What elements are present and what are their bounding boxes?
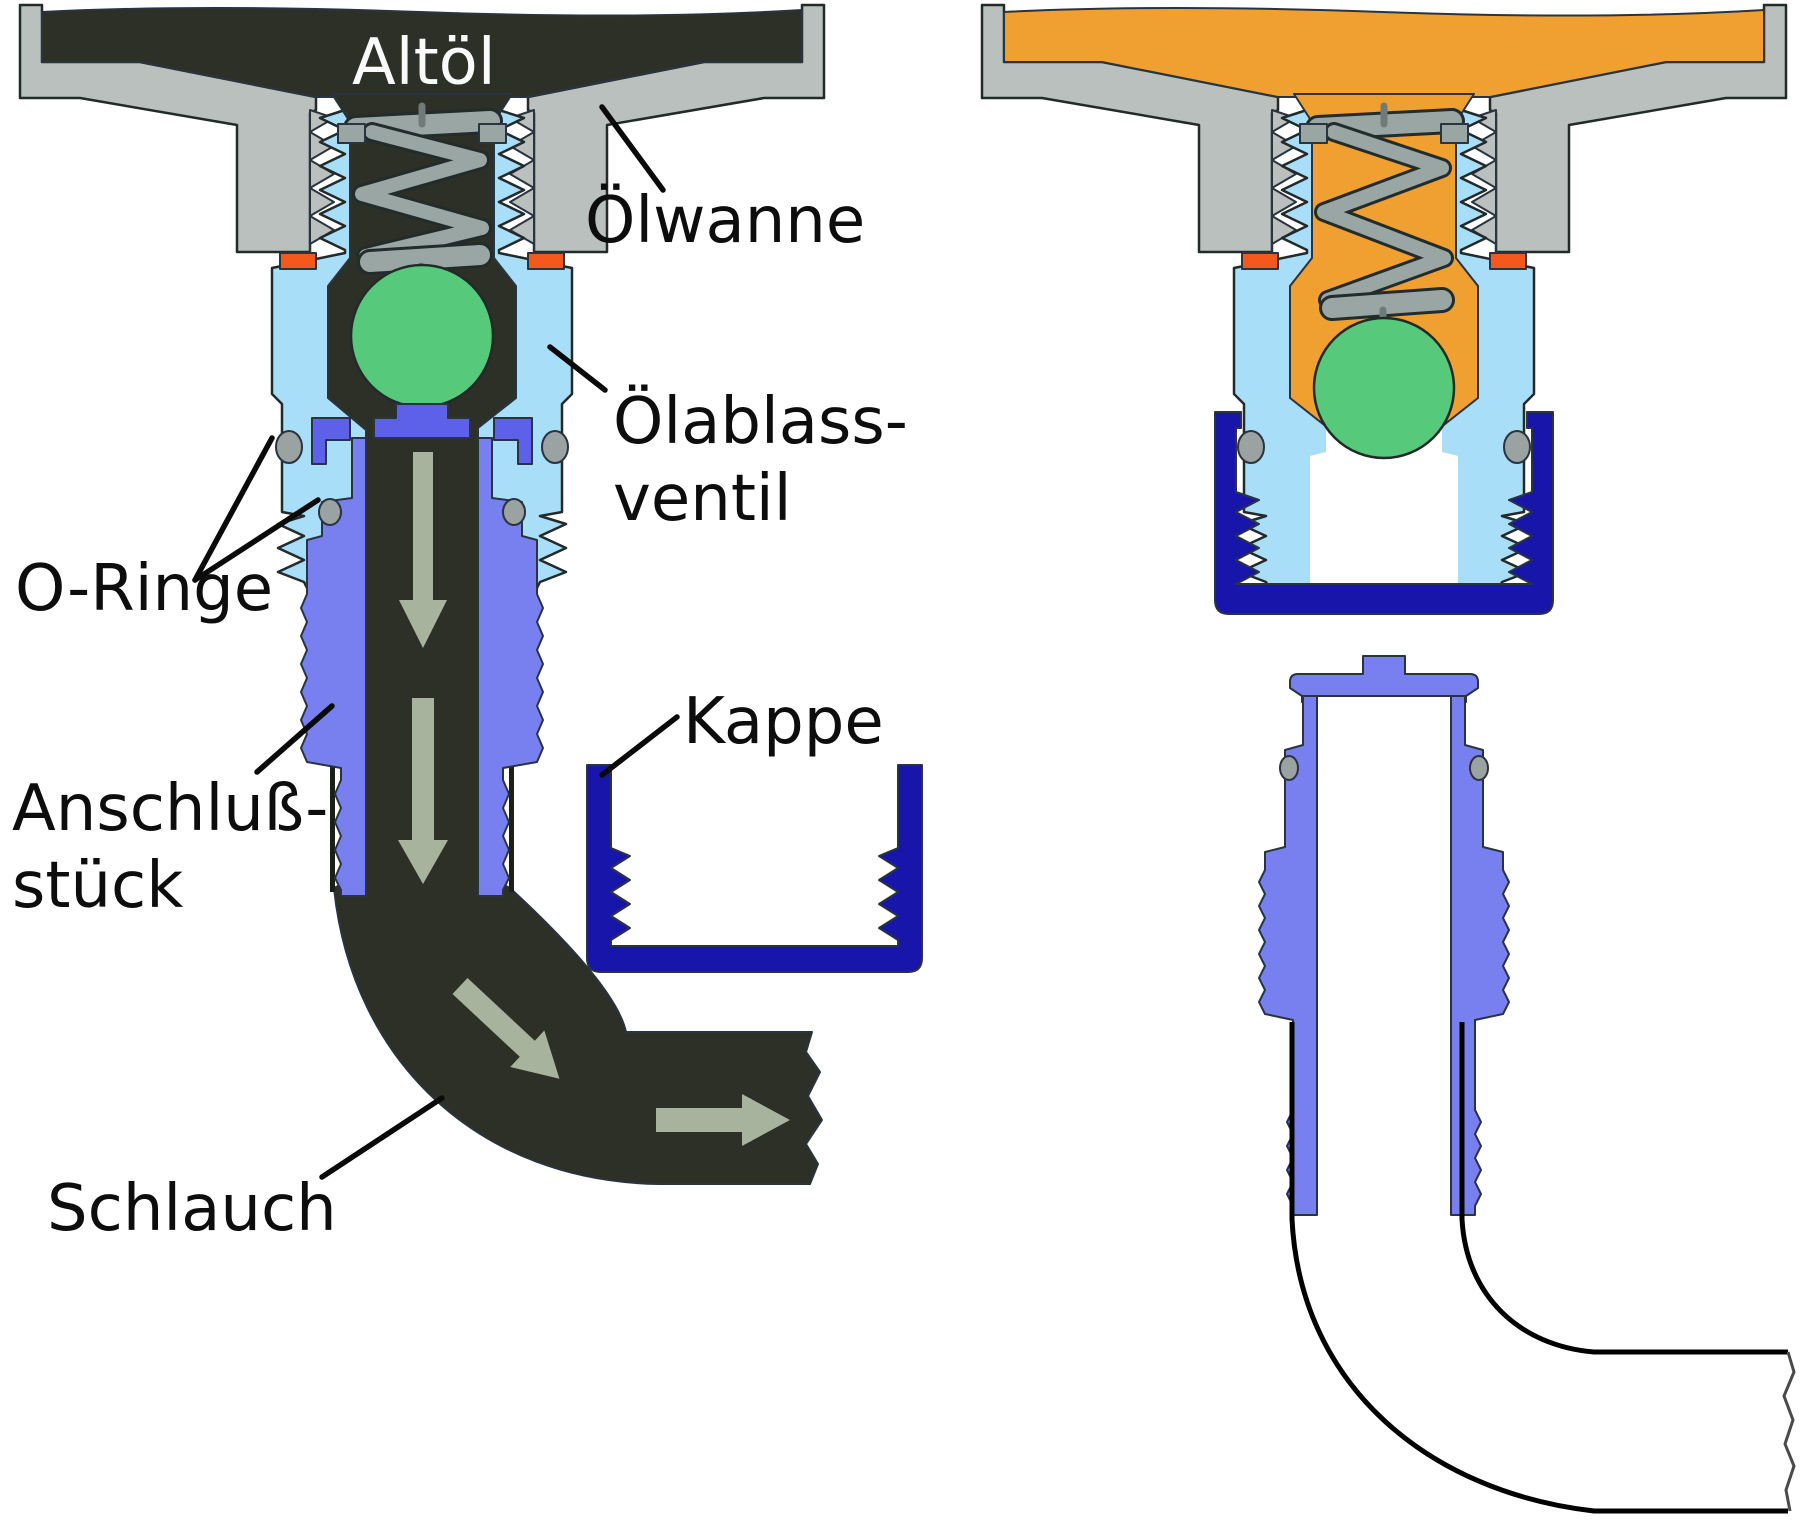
flow-arrows [398,452,790,1146]
hose-outline [1289,1022,1796,1514]
pointer-line-hose [319,1095,445,1180]
left-diagram-valve-open: Altöl Ölwanne Ölablass- ventil O-Ringe A… [12,3,923,1246]
valve-spring [1299,102,1469,330]
label-o-rings: O-Ringe [15,552,273,626]
flow-arrow-down-icon [398,698,448,884]
label-drain-valve-line1: Ölablass- [613,384,908,459]
pointer-line-oilpan [599,104,666,193]
o-ring-connector-left [318,498,342,526]
connector-piece-detached [1258,655,1510,1216]
pointer-line-drainvalve [547,344,608,393]
o-ring-connector-left [1279,755,1299,781]
label-connector-line1: Anschluß- [12,772,328,846]
flow-arrow-diagonal-icon [452,977,560,1079]
oil-fill-orange-slab [1003,7,1765,98]
cap-detached [586,764,923,973]
valve-bore-empty [1310,430,1458,586]
pointer-line-orings-1 [192,435,275,583]
cap-attached [1214,411,1554,615]
hose-wall-right [509,766,514,892]
o-ring-connector-right [1469,755,1489,781]
connector-piece [300,437,544,897]
spring-seat-block-left [337,123,366,144]
pointer-line-orings-2 [192,497,321,583]
label-drain-valve-line2: ventil [613,462,791,536]
spring-seat-block-left [1299,123,1328,144]
label-cap: Kappe [683,685,884,759]
spring-seat-block-right [478,123,507,144]
pointer-line-cap [599,714,680,778]
spring-seat-block-right [1440,123,1469,144]
valve-spring [337,102,507,294]
valve-ball [1312,316,1456,460]
hose-wall-left [330,766,335,892]
flow-arrow-down-icon [399,452,447,648]
label-connector-line2: stück [12,849,183,923]
connector-push-pin [311,403,533,465]
pointer-line-connector [254,703,335,775]
valve-ball [349,263,495,409]
waste-oil-fill [41,7,803,98]
flow-arrow-right-icon [656,1094,790,1146]
label-hose: Schlauch [47,1172,337,1246]
label-oil-pan: Ölwanne [585,183,865,258]
o-ring-connector-right [502,498,526,526]
label-waste-oil: Altöl [352,26,496,100]
right-diagram-valve-closed [980,3,1796,1514]
